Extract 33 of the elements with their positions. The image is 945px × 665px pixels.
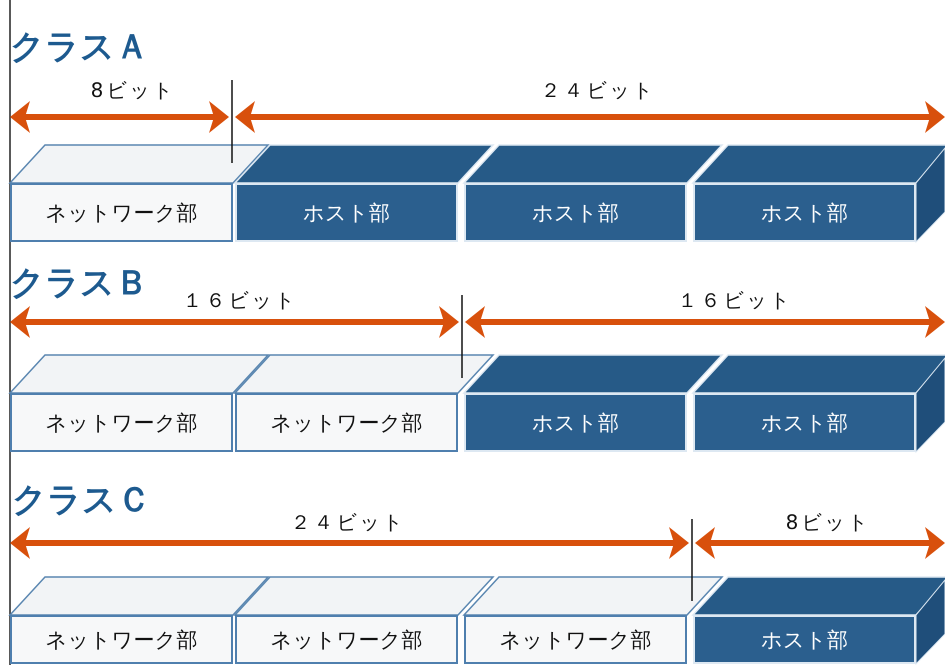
segment-label: ホスト部: [761, 626, 848, 654]
segment-label: ホスト部: [761, 410, 848, 436]
bit-count-label: 8ビット: [90, 80, 176, 100]
segment-label: ネットワーク部: [46, 410, 198, 436]
host-part-box: [235, 183, 458, 242]
host-part-box: [464, 393, 687, 452]
segment-label: ネットワーク部: [46, 200, 198, 226]
network-part-box: [10, 393, 233, 452]
class-heading: クラスＢ: [10, 266, 149, 300]
network-part-box: [10, 183, 233, 242]
segment-label: ホスト部: [761, 200, 848, 226]
segment-label: ネットワーク部: [500, 626, 652, 654]
network-part-box: [464, 615, 687, 664]
bit-count-label: 8ビット: [786, 512, 870, 532]
network-part-box: [10, 615, 233, 664]
host-part-box: [693, 615, 916, 664]
network-part-box: [235, 615, 458, 664]
bit-count-label: １６ビット: [182, 290, 298, 310]
bit-count-label: ２４ビット: [290, 512, 406, 532]
bit-count-label: ２４ビット: [540, 80, 656, 100]
segment-label: ネットワーク部: [270, 626, 422, 654]
host-part-box: [693, 393, 916, 452]
segment-label: ホスト部: [303, 200, 390, 226]
host-part-box: [693, 183, 916, 242]
class-heading: クラスＡ: [10, 30, 149, 64]
segment-label: ホスト部: [532, 200, 619, 226]
segment-label: ネットワーク部: [46, 626, 198, 654]
segment-label: ホスト部: [532, 410, 619, 436]
bit-count-label: １６ビット: [678, 290, 792, 310]
network-part-box: [235, 393, 458, 452]
segment-label: ネットワーク部: [270, 410, 422, 436]
class-heading: クラスＣ: [12, 483, 151, 517]
host-part-box: [464, 183, 687, 242]
